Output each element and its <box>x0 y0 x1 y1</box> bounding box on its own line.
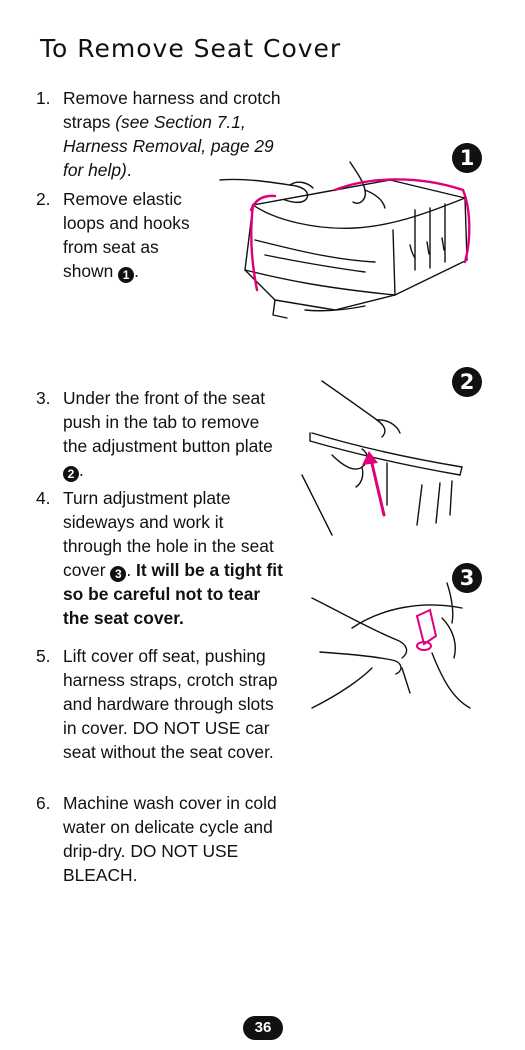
step-text: Under the front of the seat push in the … <box>63 388 273 482</box>
seat-cover-illustration-2 <box>301 380 463 536</box>
seat-cover-illustration-1 <box>219 161 471 319</box>
seat-cover-illustration-3 <box>311 582 471 709</box>
step-number: 1. <box>36 88 51 108</box>
step-6: 6. Machine wash cover in cold water on d… <box>36 791 286 887</box>
page-title: To Remove Seat Cover <box>40 34 342 63</box>
figure-1-marker: 1 <box>452 143 482 173</box>
step-2: 2. Remove elastic loops and hooks from s… <box>36 187 206 283</box>
figure-ref: 1 <box>118 267 135 283</box>
step-number: 6. <box>36 793 51 813</box>
step-text: Remove harness and crotch straps (see Se… <box>63 88 281 180</box>
step-3: 3. Under the front of the seat push in t… <box>36 386 286 482</box>
step-text: Lift cover off seat, pushing harness str… <box>63 646 278 762</box>
figure-ref: 3 <box>110 566 127 582</box>
step-number: 4. <box>36 488 51 508</box>
figure-2-marker: 2 <box>452 367 482 397</box>
figure-ref: 2 <box>63 466 79 482</box>
step-number: 3. <box>36 388 51 408</box>
step-text: Machine wash cover in cold water on deli… <box>63 793 277 885</box>
step-5: 5. Lift cover off seat, pushing harness … <box>36 644 286 764</box>
warning-text: It will be a tight fit so be careful not… <box>63 560 283 628</box>
page-number: 36 <box>243 1016 283 1040</box>
figure-3-marker: 3 <box>452 563 482 593</box>
step-text: Turn adjustment plate sideways and work … <box>63 488 283 628</box>
step-text: Remove elastic loops and hooks from seat… <box>63 189 190 283</box>
step-1: 1. Remove harness and crotch straps (see… <box>36 86 286 182</box>
step-number: 2. <box>36 189 51 209</box>
step-number: 5. <box>36 646 51 666</box>
step-4: 4. Turn adjustment plate sideways and wo… <box>36 486 286 630</box>
